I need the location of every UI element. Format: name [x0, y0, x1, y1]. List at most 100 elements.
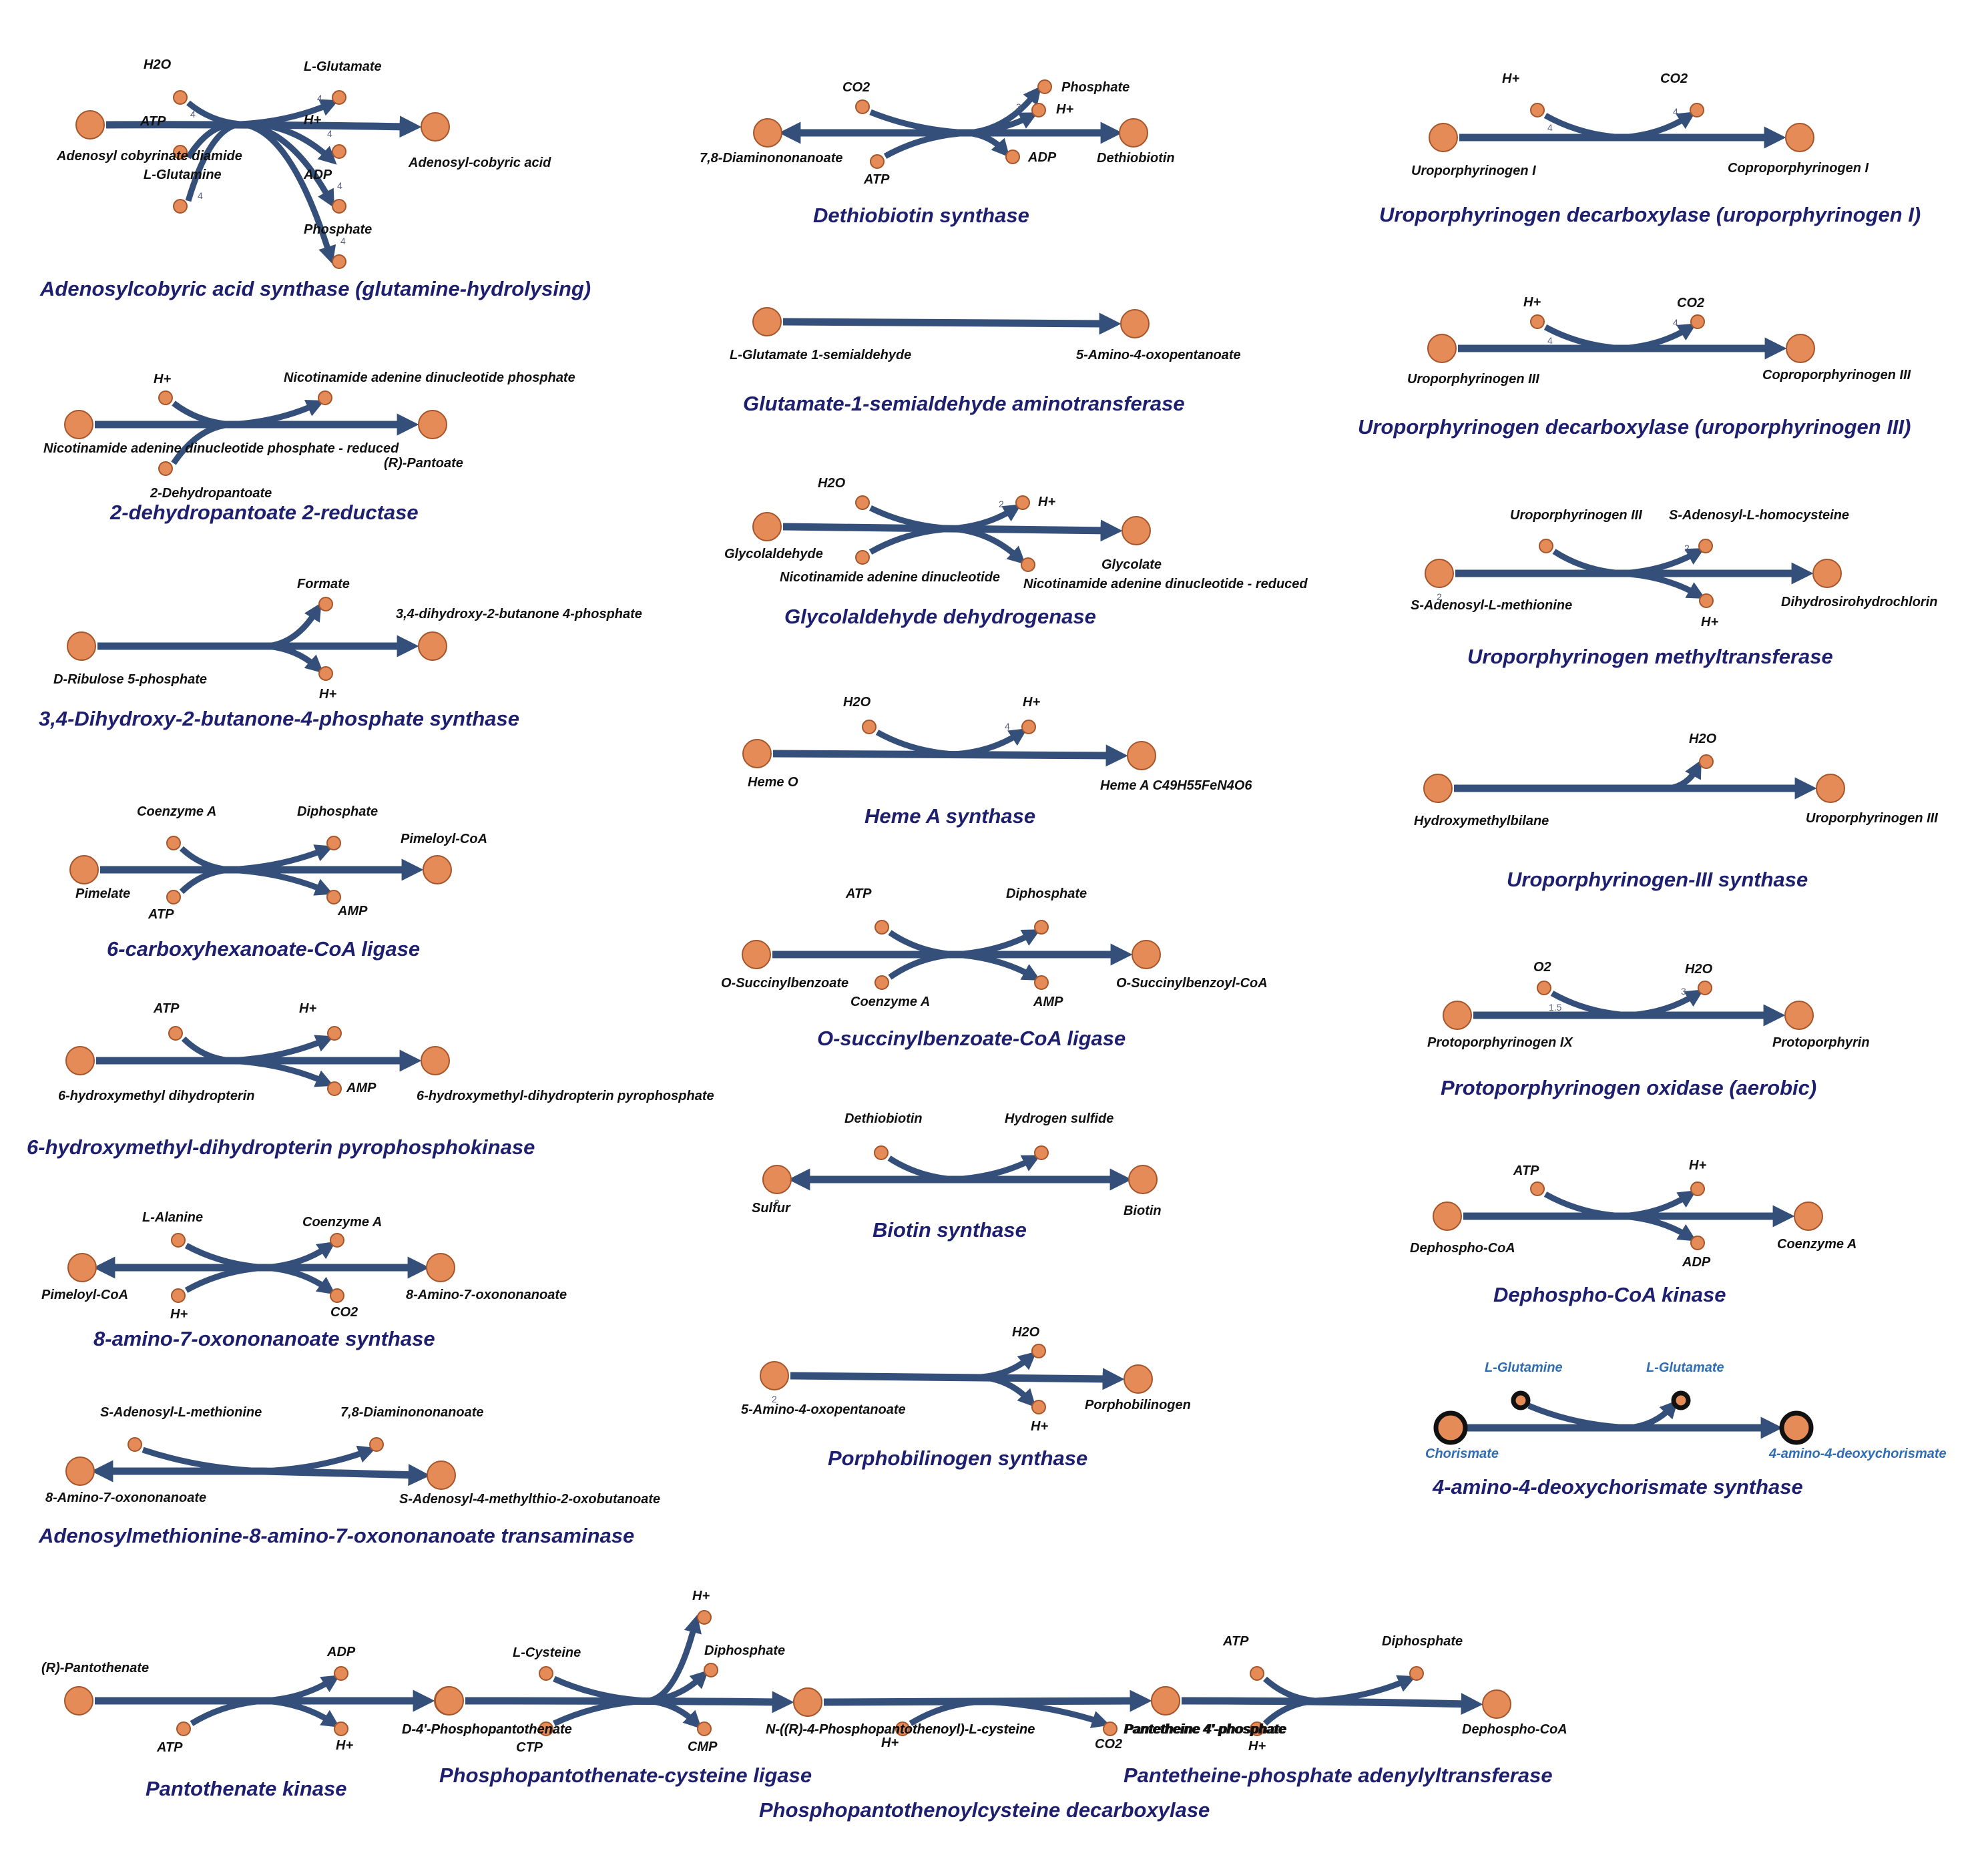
metabolite-node-h[interactable]	[334, 1722, 348, 1736]
metabolite-node-adp[interactable]	[334, 1666, 348, 1681]
metabolite-node-co2[interactable]	[855, 99, 870, 114]
metabolite-node-h[interactable]	[895, 1722, 910, 1736]
metabolite-node-6-hydroxymethyl-dihydropterin-pyrophosphate[interactable]	[421, 1046, 450, 1075]
metabolite-node-h[interactable]	[158, 390, 173, 405]
metabolite-node-phosphate[interactable]	[332, 254, 346, 269]
metabolite-node-dephospho-coa[interactable]	[1482, 1689, 1511, 1719]
metabolite-node-h[interactable]	[1031, 1400, 1046, 1414]
metabolite-node-protoporphyrinogen-ix[interactable]	[1443, 1001, 1472, 1030]
metabolite-node-atp[interactable]	[1250, 1666, 1264, 1681]
metabolite-node-heme-a-c49h55fen4o6[interactable]	[1127, 741, 1156, 770]
metabolite-node-protoporphyrin[interactable]	[1784, 1001, 1814, 1030]
metabolite-node-dethiobiotin[interactable]	[874, 1145, 889, 1160]
metabolite-node-atp[interactable]	[173, 145, 188, 160]
metabolite-node-7-8-diaminononanoate[interactable]	[753, 118, 782, 148]
metabolite-node-h2o[interactable]	[1698, 981, 1712, 995]
metabolite-node-pimelate[interactable]	[69, 855, 99, 884]
metabolite-node-h2o[interactable]	[862, 720, 877, 734]
metabolite-node-dethiobiotin[interactable]	[1119, 118, 1148, 148]
metabolite-node-atp[interactable]	[875, 920, 889, 935]
metabolite-node-r-pantothenate[interactable]	[64, 1686, 93, 1715]
metabolite-node-adp[interactable]	[1005, 150, 1020, 164]
metabolite-node-atp[interactable]	[168, 1026, 183, 1041]
metabolite-node-diphosphate[interactable]	[704, 1663, 718, 1677]
metabolite-node-o2[interactable]	[1537, 981, 1551, 995]
metabolite-node-l-glutamine[interactable]	[1511, 1390, 1531, 1410]
metabolite-node-atp[interactable]	[176, 1722, 191, 1736]
metabolite-node-h[interactable]	[1530, 314, 1545, 329]
metabolite-node-atp[interactable]	[166, 890, 181, 904]
metabolite-node-s-adenosyl-4-methylthio-2-oxobutanoate[interactable]	[427, 1461, 456, 1490]
metabolite-node-amp[interactable]	[326, 890, 341, 904]
metabolite-node-coproporphyrinogen-i[interactable]	[1785, 123, 1814, 152]
metabolite-node-hydrogen-sulfide[interactable]	[1034, 1145, 1049, 1160]
metabolite-node-nicotinamide-adenine-dinucleotide-phosphate[interactable]	[318, 390, 332, 405]
metabolite-node-h[interactable]	[171, 1288, 186, 1303]
metabolite-node-diphosphate[interactable]	[1034, 920, 1049, 935]
metabolite-node-uroporphyrinogen-iii[interactable]	[1427, 334, 1457, 363]
metabolite-node-cmp[interactable]	[697, 1722, 712, 1736]
metabolite-node-atp[interactable]	[870, 154, 885, 169]
metabolite-node-h[interactable]	[318, 666, 333, 681]
metabolite-node-co2[interactable]	[1103, 1722, 1117, 1736]
metabolite-node-5-amino-4-oxopentanoate[interactable]	[760, 1361, 789, 1390]
metabolite-node-o-succinylbenzoyl-coa[interactable]	[1132, 940, 1161, 969]
metabolite-node-uroporphyrinogen-iii[interactable]	[1539, 539, 1553, 553]
metabolite-node-3-4-dihydroxy-2-butanone-4-phosphate[interactable]	[418, 631, 447, 661]
metabolite-node-5-amino-4-oxopentanoate[interactable]	[1120, 309, 1150, 338]
metabolite-node-s-adenosyl-l-methionine[interactable]	[1425, 559, 1454, 588]
metabolite-node-chorismate[interactable]	[1433, 1410, 1468, 1445]
metabolite-node-7-8-diaminononanoate[interactable]	[369, 1437, 384, 1452]
metabolite-node-porphobilinogen[interactable]	[1124, 1364, 1153, 1394]
metabolite-node-co2[interactable]	[1690, 314, 1705, 329]
metabolite-node-h[interactable]	[327, 1026, 342, 1041]
metabolite-node-hydroxymethylbilane[interactable]	[1423, 774, 1453, 803]
metabolite-node-l-glutamate[interactable]	[332, 90, 346, 105]
metabolite-node-pimeloyl-coa[interactable]	[423, 855, 452, 884]
metabolite-node-co2[interactable]	[1690, 103, 1704, 117]
metabolite-node-sulfur[interactable]	[762, 1165, 792, 1194]
metabolite-node-h2o[interactable]	[173, 90, 188, 105]
metabolite-node-dephospho-coa[interactable]	[1433, 1202, 1462, 1231]
metabolite-node-pantetheine-4-phosphate[interactable]	[1151, 1686, 1180, 1715]
metabolite-node-s-adenosyl-l-methionine[interactable]	[128, 1437, 142, 1452]
metabolite-node-h[interactable]	[1015, 495, 1030, 510]
metabolite-node-heme-o[interactable]	[742, 739, 772, 768]
metabolite-node-h2o[interactable]	[855, 495, 870, 510]
metabolite-node-coenzyme-a[interactable]	[875, 975, 889, 990]
metabolite-node-l-cysteine[interactable]	[539, 1666, 553, 1681]
metabolite-node-ctp[interactable]	[539, 1722, 553, 1736]
metabolite-node-amp[interactable]	[1034, 975, 1049, 990]
metabolite-node-h[interactable]	[332, 144, 346, 159]
metabolite-node-uroporphyrinogen-iii[interactable]	[1816, 774, 1845, 803]
metabolite-node-h[interactable]	[1530, 103, 1545, 117]
metabolite-node-8-amino-7-oxononanoate[interactable]	[65, 1457, 95, 1486]
metabolite-node-l-glutamine[interactable]	[173, 199, 188, 214]
metabolite-node-coenzyme-a[interactable]	[166, 836, 181, 850]
metabolite-node-pimeloyl-coa[interactable]	[67, 1253, 97, 1282]
metabolite-node-h[interactable]	[1250, 1722, 1264, 1736]
metabolite-node-nicotinamide-adenine-dinucleotide-reduced[interactable]	[1021, 557, 1035, 572]
metabolite-node-l-alanine[interactable]	[171, 1233, 186, 1248]
metabolite-node-n-r-4-phosphopantothenoyl-l-cysteine[interactable]	[793, 1687, 822, 1717]
metabolite-node-co2[interactable]	[330, 1288, 344, 1303]
metabolite-node-coenzyme-a[interactable]	[330, 1233, 344, 1248]
metabolite-node-d-ribulose-5-phosphate[interactable]	[67, 631, 96, 661]
metabolite-node-uroporphyrinogen-i[interactable]	[1429, 123, 1458, 152]
metabolite-node-glycolate[interactable]	[1122, 516, 1151, 545]
metabolite-node-4-amino-4-deoxychorismate[interactable]	[1779, 1410, 1814, 1445]
metabolite-node-adp[interactable]	[332, 199, 346, 214]
metabolite-node-adenosyl-cobyrinate-diamide[interactable]	[75, 110, 105, 140]
metabolite-node-biotin[interactable]	[1128, 1165, 1158, 1194]
metabolite-node-2-dehydropantoate[interactable]	[64, 410, 93, 439]
metabolite-node-h2o[interactable]	[1699, 754, 1714, 769]
metabolite-node-l-glutamate-1-semialdehyde[interactable]	[752, 307, 782, 336]
metabolite-node-dihydrosirohydrochlorin[interactable]	[1812, 559, 1842, 588]
metabolite-node-r-pantoate[interactable]	[418, 410, 447, 439]
metabolite-node-l-glutamate[interactable]	[1671, 1390, 1691, 1410]
metabolite-node-8-amino-7-oxononanoate[interactable]	[426, 1253, 455, 1282]
metabolite-node-phosphate[interactable]	[1037, 79, 1052, 94]
metabolite-node-6-hydroxymethyl-dihydropterin[interactable]	[65, 1046, 95, 1075]
metabolite-node-s-adenosyl-l-homocysteine[interactable]	[1698, 539, 1713, 553]
metabolite-node-o-succinylbenzoate[interactable]	[742, 940, 771, 969]
